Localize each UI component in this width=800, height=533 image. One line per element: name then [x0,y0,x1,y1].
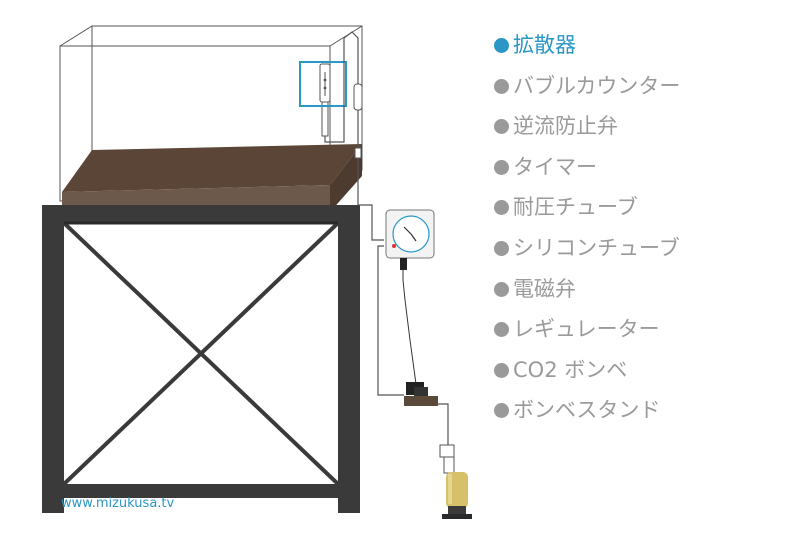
bullet-icon [494,78,509,94]
legend-item-label: ボンベスタンド [513,398,661,423]
bullet-icon [494,159,509,175]
legend-item: バブルカウンター [494,69,680,110]
legend-item: ボンベスタンド [494,393,680,434]
legend-item-label: 電磁弁 [513,276,576,301]
regulator-icon [439,444,455,474]
check-valve-icon [354,147,362,159]
legend-item-label: シリコンチューブ [513,235,680,260]
legend-item: CO2 ボンベ [494,353,680,394]
legend-item: レギュレーター [494,312,680,353]
cylinder-stand-icon [442,506,472,519]
bullet-icon [494,362,509,378]
watermark-url: www.mizukusa.tv [61,496,175,511]
bullet-icon [494,322,509,338]
legend-item-label: バブルカウンター [513,73,681,98]
bullet-icon [494,281,509,297]
bullet-icon [494,38,509,53]
legend-item: 耐圧チューブ [494,190,680,231]
legend-item-label: タイマー [513,154,597,179]
clock-timer-icon [385,209,435,385]
substrate [62,144,362,212]
diffuser-icon [319,63,331,137]
legend-item-label: 逆流防止弁 [513,114,618,139]
aquarium-stand [42,205,360,513]
legend-item: 電磁弁 [494,272,680,313]
bullet-icon [494,403,509,419]
legend-item-label: 耐圧チューブ [513,195,638,220]
solenoid-valve-icon [404,382,438,406]
diffuser-highlight-box [299,61,347,107]
legend-item: 逆流防止弁 [494,109,680,150]
bubble-counter-icon [353,83,363,111]
legend-item-label: レギュレーター [513,317,660,342]
legend-item: タイマー [494,150,680,191]
bullet-icon [494,240,509,256]
co2-cylinder-icon [446,472,468,508]
component-legend: 拡散器バブルカウンター逆流防止弁タイマー耐圧チューブシリコンチューブ電磁弁レギュ… [494,28,680,434]
legend-item: 拡散器 [494,28,680,69]
bullet-icon [494,119,509,135]
legend-item-label: CO2 ボンベ [513,357,628,382]
bullet-icon [494,200,509,216]
legend-item-label: 拡散器 [513,33,576,57]
legend-item: シリコンチューブ [494,231,680,272]
